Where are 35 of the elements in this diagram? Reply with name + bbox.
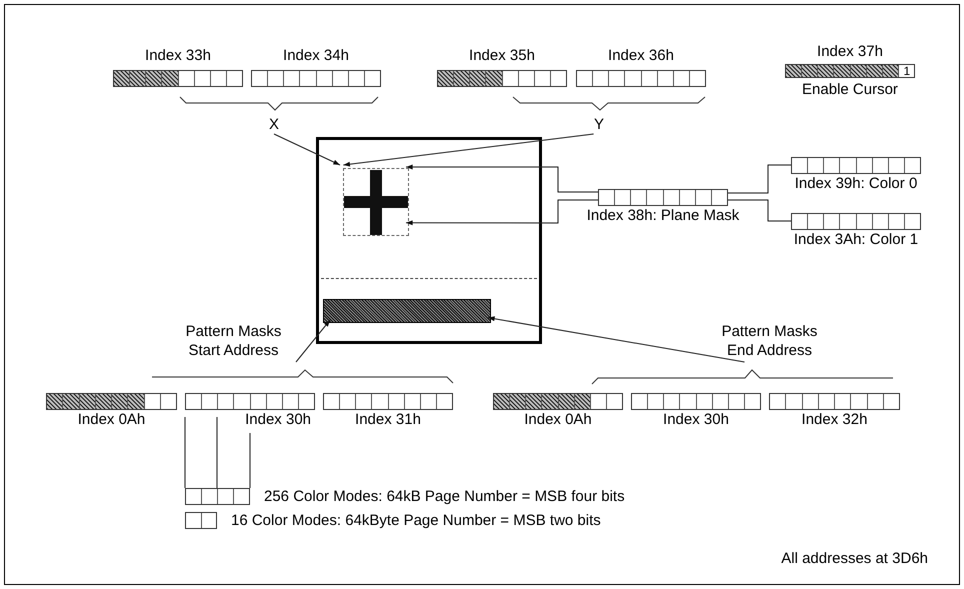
register-label: Enable Cursor bbox=[802, 82, 898, 98]
register-label: Index 35h bbox=[469, 48, 535, 64]
register-label: 16 Color Modes: 64kByte Page Number = MSB two bits bbox=[231, 512, 601, 528]
register-label: Index 0Ah bbox=[78, 412, 146, 428]
axis-letter: Y bbox=[590, 115, 608, 134]
connector-line bbox=[728, 200, 792, 222]
register-label: Index 34h bbox=[283, 48, 349, 64]
register-label: Index 0Ah bbox=[524, 412, 592, 428]
connector-line bbox=[342, 134, 594, 167]
connector-line bbox=[488, 316, 745, 362]
bit-value: 1 bbox=[902, 65, 912, 77]
connector-line bbox=[184, 416, 186, 488]
register-label: Index 38h: Plane Mask bbox=[586, 208, 740, 224]
register-label: Index 32h bbox=[802, 412, 868, 428]
screen-box bbox=[316, 137, 542, 344]
axis-letter: X bbox=[265, 115, 283, 134]
connector-line bbox=[406, 164, 598, 192]
note-text: All addresses at 3D6h bbox=[781, 549, 928, 569]
pattern-mask-bar bbox=[323, 299, 491, 323]
register-label: Index 3Ah: Color 1 bbox=[794, 232, 918, 248]
connector-line bbox=[406, 200, 598, 226]
callout-text: Pattern Masks End Address bbox=[707, 322, 832, 362]
connector-line bbox=[296, 320, 331, 362]
register-label: Index 30h bbox=[663, 412, 729, 428]
connector-line bbox=[274, 134, 340, 166]
callout-text: Pattern Masks Start Address bbox=[171, 322, 296, 362]
connector-line bbox=[728, 164, 792, 194]
register-label: Index 37h bbox=[817, 44, 883, 60]
register-label: Index 30h bbox=[245, 412, 311, 428]
register-label: Index 36h bbox=[608, 48, 674, 64]
register-label: Index 31h bbox=[355, 412, 421, 428]
connector-line bbox=[216, 416, 218, 488]
register-label: Index 33h bbox=[145, 48, 211, 64]
register-label: 256 Color Modes: 64kB Page Number = MSB four bits bbox=[264, 488, 625, 504]
register-label: Index 39h: Color 0 bbox=[794, 176, 918, 192]
